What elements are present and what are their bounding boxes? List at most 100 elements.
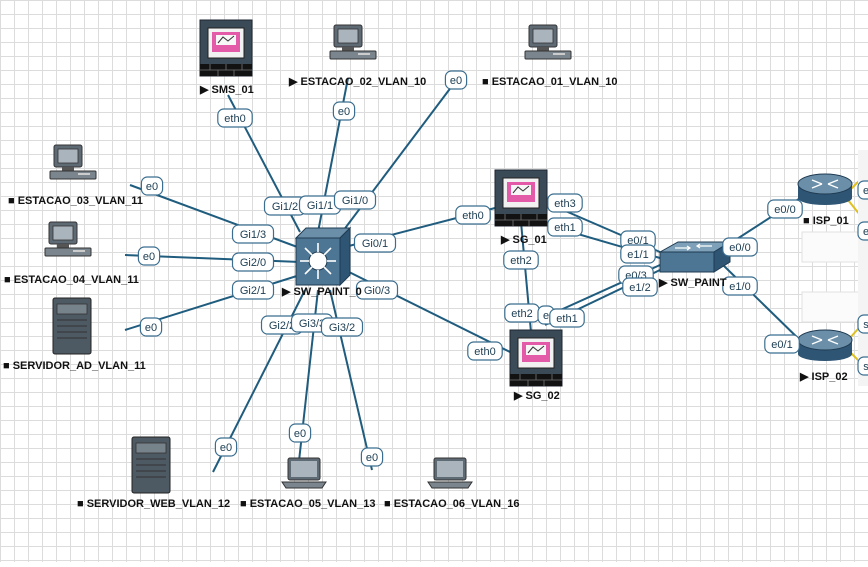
port-label[interactable]: e0 bbox=[444, 70, 468, 90]
port-label[interactable]: e bbox=[857, 180, 868, 200]
port-label[interactable]: e1/2 bbox=[622, 277, 658, 297]
port-label[interactable]: Gi1/3 bbox=[231, 224, 275, 244]
port-label-bg bbox=[355, 280, 399, 300]
side-panels bbox=[801, 150, 868, 386]
port-label-text: Gi1/2 bbox=[272, 201, 298, 213]
port-label[interactable]: eth0 bbox=[467, 341, 503, 361]
port-label[interactable]: eth1 bbox=[547, 217, 583, 237]
port-label[interactable]: e0 bbox=[360, 447, 384, 467]
port-label[interactable]: e0/0 bbox=[767, 199, 803, 219]
firewall-icon[interactable] bbox=[494, 169, 548, 227]
port-label[interactable]: e0 bbox=[214, 437, 238, 457]
port-label-bg bbox=[139, 317, 163, 337]
device-label-sg-01[interactable]: ▶ SG_01 bbox=[500, 234, 547, 246]
port-label[interactable]: Gi2/0 bbox=[231, 252, 275, 272]
port-label[interactable]: Gi1/2 bbox=[263, 196, 307, 216]
router-icon[interactable] bbox=[797, 173, 853, 205]
port-label-text: e0 bbox=[145, 322, 157, 334]
port-label-text: e bbox=[863, 226, 868, 238]
device-label-estacao-04[interactable]: ■ ESTACAO_04_VLAN_11 bbox=[4, 274, 139, 286]
port-label-bg bbox=[333, 190, 377, 210]
port-label-text: eth0 bbox=[474, 346, 495, 358]
port-label-bg bbox=[767, 199, 803, 219]
port-label[interactable]: Gi0/1 bbox=[353, 233, 397, 253]
device-label-estacao-01[interactable]: ■ ESTACAO_01_VLAN_10 bbox=[482, 76, 617, 88]
device-label-isp-01[interactable]: ■ ISP_01 bbox=[803, 215, 849, 227]
port-label[interactable]: eth1 bbox=[549, 308, 585, 328]
port-label-text: eth2 bbox=[511, 308, 532, 320]
router-icon[interactable] bbox=[797, 329, 853, 361]
switch-icon[interactable] bbox=[658, 241, 732, 273]
server-icon[interactable] bbox=[52, 297, 92, 355]
port-label[interactable]: e0 bbox=[288, 423, 312, 443]
port-label[interactable]: e0 bbox=[140, 176, 164, 196]
port-label[interactable]: eth0 bbox=[217, 108, 253, 128]
port-label-bg bbox=[622, 277, 658, 297]
port-label[interactable]: Gi1/0 bbox=[333, 190, 377, 210]
laptop-icon[interactable] bbox=[427, 457, 473, 489]
port-label-text: e1/2 bbox=[629, 282, 650, 294]
port-label-text: e0 bbox=[366, 452, 378, 464]
pc-icon[interactable] bbox=[44, 221, 92, 257]
pc-icon[interactable] bbox=[524, 24, 572, 60]
port-label-text: Gi3/3 bbox=[299, 318, 325, 330]
port-label[interactable]: Gi0/3 bbox=[355, 280, 399, 300]
device-label-sg-02[interactable]: ▶ SG_02 bbox=[513, 390, 560, 402]
device-label-sw-paint-0[interactable]: ▶ SW_PAINT_0 bbox=[281, 286, 362, 298]
port-label[interactable]: Gi2/1 bbox=[231, 280, 275, 300]
port-label[interactable]: eth2 bbox=[504, 303, 540, 323]
port-label-text: Gi1/1 bbox=[307, 200, 333, 212]
port-label-bg bbox=[857, 180, 868, 200]
port-label-bg bbox=[140, 176, 164, 196]
port-label-text: eth1 bbox=[554, 222, 575, 234]
port-label[interactable]: e1/1 bbox=[620, 244, 656, 264]
port-label[interactable]: e0 bbox=[332, 101, 356, 121]
port-label-text: e0 bbox=[220, 442, 232, 454]
port-label-text: Gi2/0 bbox=[240, 257, 266, 269]
port-label[interactable]: e0 bbox=[137, 246, 161, 266]
pc-icon[interactable] bbox=[49, 144, 97, 180]
port-label[interactable]: s bbox=[857, 356, 868, 376]
port-label[interactable]: e bbox=[857, 221, 868, 241]
device-label-isp-02[interactable]: ▶ ISP_02 bbox=[799, 371, 848, 383]
device-label-servidor-web[interactable]: ■ SERVIDOR_WEB_VLAN_12 bbox=[77, 498, 230, 510]
port-label[interactable]: e0/0 bbox=[722, 237, 758, 257]
firewall-icon[interactable] bbox=[509, 329, 563, 387]
port-label-bg bbox=[353, 233, 397, 253]
port-label-text: eth3 bbox=[554, 198, 575, 210]
port-label[interactable]: Gi3/2 bbox=[320, 317, 364, 337]
device-label-estacao-03[interactable]: ■ ESTACAO_03_VLAN_11 bbox=[8, 195, 143, 207]
port-label[interactable]: e0 bbox=[139, 317, 163, 337]
port-label[interactable]: e0/1 bbox=[764, 334, 800, 354]
port-label-text: e0 bbox=[338, 106, 350, 118]
port-label-text: e0 bbox=[294, 428, 306, 440]
port-label-text: e bbox=[543, 310, 549, 322]
laptop-icon[interactable] bbox=[281, 457, 327, 489]
port-label-text: Gi1/0 bbox=[342, 195, 368, 207]
port-label-bg bbox=[549, 308, 585, 328]
pc-icon[interactable] bbox=[329, 24, 377, 60]
port-label[interactable]: s bbox=[857, 314, 868, 334]
firewall-icon[interactable] bbox=[199, 19, 253, 77]
port-label[interactable]: e1/0 bbox=[722, 276, 758, 296]
server-icon[interactable] bbox=[131, 436, 171, 494]
device-label-estacao-05[interactable]: ■ ESTACAO_05_VLAN_13 bbox=[240, 498, 375, 510]
device-label-servidor-ad[interactable]: ■ SERVIDOR_AD_VLAN_11 bbox=[3, 360, 146, 372]
port-label[interactable]: eth3 bbox=[547, 193, 583, 213]
port-label-bg bbox=[722, 276, 758, 296]
port-label[interactable]: eth0 bbox=[455, 205, 491, 225]
port-label-bg bbox=[214, 437, 238, 457]
port-label-bg bbox=[764, 334, 800, 354]
device-label-sms-01[interactable]: ▶ SMS_01 bbox=[199, 84, 254, 96]
port-label-text: eth2 bbox=[510, 255, 531, 267]
multilayer-switch-icon[interactable] bbox=[294, 226, 352, 287]
device-label-estacao-06[interactable]: ■ ESTACAO_06_VLAN_16 bbox=[384, 498, 519, 510]
device-label-estacao-02[interactable]: ▶ ESTACAO_02_VLAN_10 bbox=[288, 76, 426, 88]
device-label-sw-paint[interactable]: ▶ SW_PAINT bbox=[658, 277, 727, 289]
port-label-text: s bbox=[863, 361, 868, 373]
port-label[interactable]: eth2 bbox=[503, 250, 539, 270]
port-label-bg bbox=[547, 193, 583, 213]
port-label-text: e1/1 bbox=[627, 249, 648, 261]
